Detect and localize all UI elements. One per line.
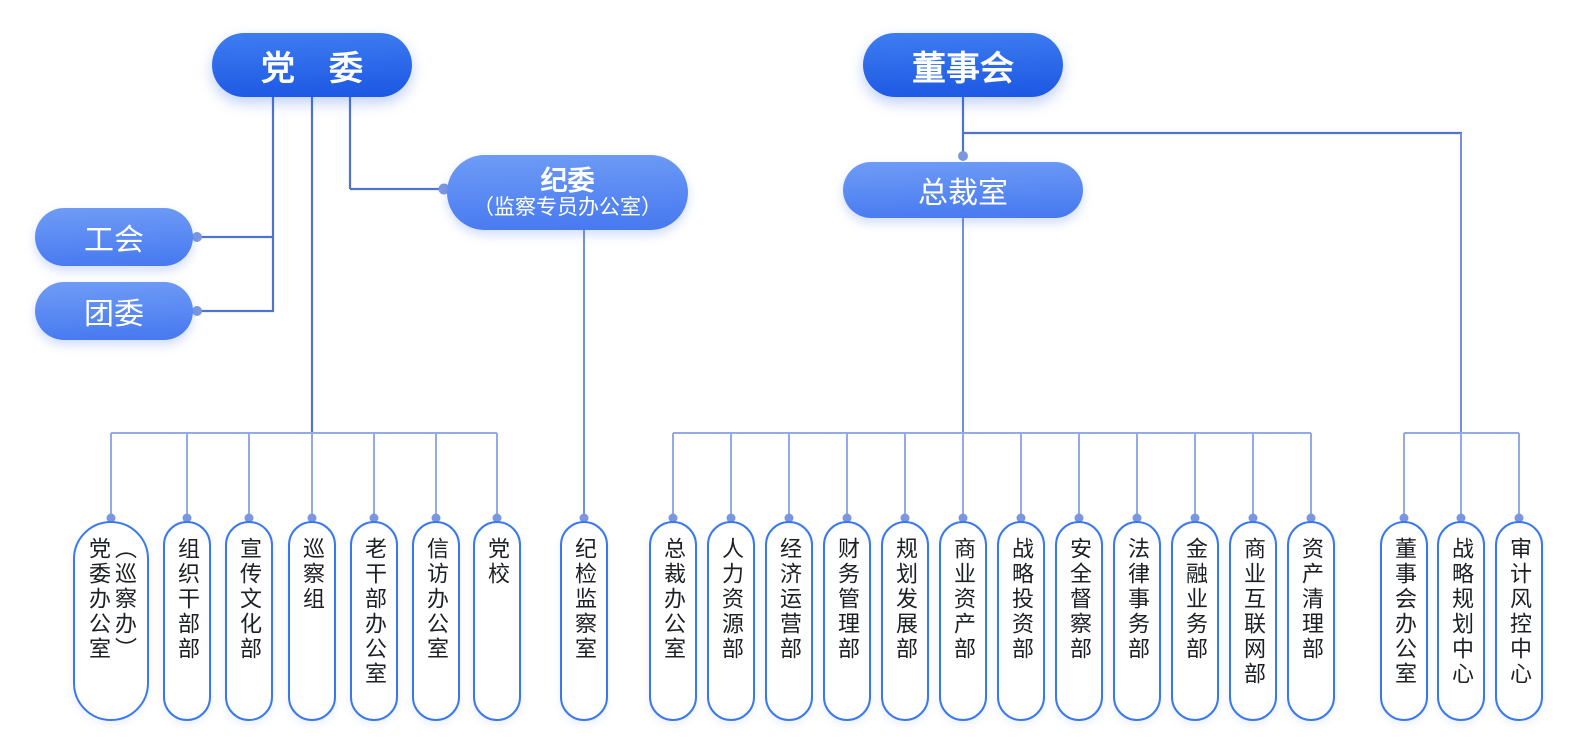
connector-dot xyxy=(192,232,202,242)
dept-pill: 纪检监察室 xyxy=(560,521,608,721)
dept-pill: 法律事务部 xyxy=(1113,521,1161,721)
dept-pill: 组织干部部 xyxy=(163,521,211,721)
dept-pill-label: 宣传文化部 xyxy=(236,537,262,662)
dept-pill: 总裁办公室 xyxy=(649,521,697,721)
dept-pill-label: 战略规划中心 xyxy=(1448,537,1474,687)
dept-pill: 信访办公室 xyxy=(412,521,460,721)
connector-dot xyxy=(192,306,202,316)
node-president-office-label: 总裁室 xyxy=(918,177,1008,210)
dept-pill-label: 金融业务部 xyxy=(1182,537,1208,662)
dept-pill: 金融业务部 xyxy=(1171,521,1219,721)
node-president-office: 总裁室 xyxy=(843,162,1083,218)
dept-pill: 审计风控中心 xyxy=(1495,521,1543,721)
node-discipline-committee: 纪委 （监察专员办公室） xyxy=(447,155,688,230)
node-party-committee: 党 委 xyxy=(212,33,412,97)
node-board-label: 董事会 xyxy=(912,49,1014,88)
dept-pill-label: 资产清理部 xyxy=(1298,537,1324,662)
connector-dot xyxy=(438,183,450,195)
connector-dot xyxy=(958,151,968,161)
dept-pill: 老干部办公室 xyxy=(350,521,398,721)
dept-pill-label: 纪检监察室 xyxy=(571,537,597,662)
node-youth-league: 团委 xyxy=(35,282,193,340)
node-youth-league-label: 团委 xyxy=(84,298,144,331)
node-labor-union: 工会 xyxy=(35,208,193,266)
dept-pill: 经济运营部 xyxy=(765,521,813,721)
dept-pill: 战略投资部 xyxy=(997,521,1045,721)
dept-pill-label: 董事会办公室 xyxy=(1391,537,1417,687)
node-discipline-committee-sublabel: （监察专员办公室） xyxy=(473,195,662,219)
dept-pill: 规划发展部 xyxy=(881,521,929,721)
dept-pill: 巡察组 xyxy=(288,521,336,721)
dept-pill: 资产清理部 xyxy=(1287,521,1335,721)
dept-pill-label: 巡察组 xyxy=(299,537,325,612)
dept-pill-label: 财务管理部 xyxy=(834,537,860,662)
dept-pill: 商业互联网部 xyxy=(1229,521,1277,721)
dept-pill: 商业资产部 xyxy=(939,521,987,721)
dept-pill: 党委办公室 （巡察办） xyxy=(73,521,149,721)
dept-pill-label: 审计风控中心 xyxy=(1506,537,1532,687)
dept-pill: 战略规划中心 xyxy=(1437,521,1485,721)
node-discipline-committee-label: 纪委 xyxy=(540,165,595,196)
dept-pill: 党校 xyxy=(473,521,521,721)
dept-pill-label: 法律事务部 xyxy=(1124,537,1150,662)
node-board-of-directors: 董事会 xyxy=(863,33,1063,97)
dept-pill: 董事会办公室 xyxy=(1380,521,1428,721)
dept-pill: 人力资源部 xyxy=(707,521,755,721)
dept-pill-label: 党委办公室 （巡察办） xyxy=(86,537,137,662)
dept-pill-label: 信访办公室 xyxy=(423,537,449,662)
dept-pill-label: 总裁办公室 xyxy=(660,537,686,662)
dept-pill-label: 商业资产部 xyxy=(950,537,976,662)
dept-pill: 宣传文化部 xyxy=(225,521,273,721)
dept-pill-label: 战略投资部 xyxy=(1008,537,1034,662)
dept-pill-label: 组织干部部 xyxy=(174,537,200,662)
node-party-committee-label: 党 委 xyxy=(261,49,363,88)
dept-pill-label: 商业互联网部 xyxy=(1240,537,1266,687)
dept-pill-label: 老干部办公室 xyxy=(361,537,387,687)
dept-pill-label: 规划发展部 xyxy=(892,537,918,662)
dept-pill-label: 安全督察部 xyxy=(1066,537,1092,662)
dept-pill: 财务管理部 xyxy=(823,521,871,721)
dept-pill-label: 经济运营部 xyxy=(776,537,802,662)
dept-pill-label: 人力资源部 xyxy=(718,537,744,662)
node-labor-union-label: 工会 xyxy=(84,224,144,257)
dept-pill-label: 党校 xyxy=(484,537,510,587)
dept-pill: 安全督察部 xyxy=(1055,521,1103,721)
